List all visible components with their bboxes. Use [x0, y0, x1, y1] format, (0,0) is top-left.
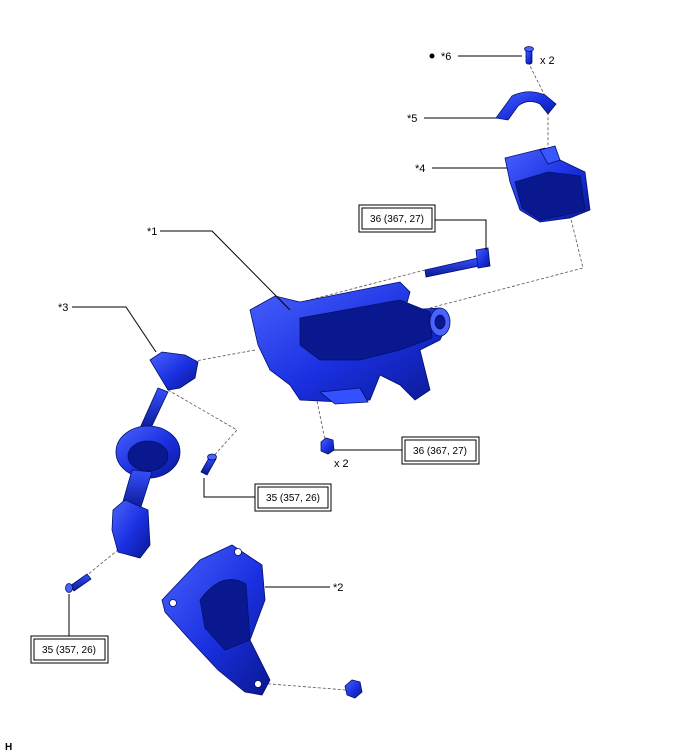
mid-bolt [200, 453, 217, 476]
part4-cover [504, 145, 591, 223]
bullet-dot [429, 53, 435, 59]
label-part4: *4 [415, 163, 425, 175]
lower-nut [344, 679, 363, 699]
torque-box-nut: 36 (367, 27) [401, 436, 480, 465]
part5-bracket [495, 91, 557, 121]
label-part6: *6 [441, 51, 451, 63]
torque-long-bolt: 36 (367, 27) [370, 214, 424, 225]
label-part2: *2 [333, 582, 343, 594]
part6-bolt [524, 46, 534, 65]
label-qty-middle: x 2 [334, 458, 349, 470]
nut-x2 [320, 437, 335, 455]
torque-lower-bolt: 35 (357, 26) [42, 645, 96, 656]
label-part3: *3 [58, 302, 68, 314]
torque-mid-bolt: 35 (357, 26) [266, 493, 320, 504]
callouts: *6 x 2 *5 *4 *1 *3 x 2 *2 H [5, 51, 555, 753]
torque-nut: 36 (367, 27) [413, 446, 467, 457]
label-part1: *1 [147, 226, 157, 238]
label-part5: *5 [407, 113, 417, 125]
leader-lines [68, 53, 522, 638]
torque-box-lower-bolt: 35 (357, 26) [30, 635, 109, 664]
long-bolt [424, 247, 491, 278]
torque-box-mid-bolt: 35 (357, 26) [254, 483, 332, 512]
corner-letter: H [5, 742, 12, 753]
torque-box-long-bolt: 36 (367, 27) [358, 204, 436, 233]
part1-column-assembly [249, 281, 451, 405]
part2-lower-bracket [161, 544, 271, 696]
lower-bolt [65, 573, 92, 593]
part3-intermediate-shaft [111, 351, 199, 559]
label-qty-top: x 2 [540, 55, 555, 67]
